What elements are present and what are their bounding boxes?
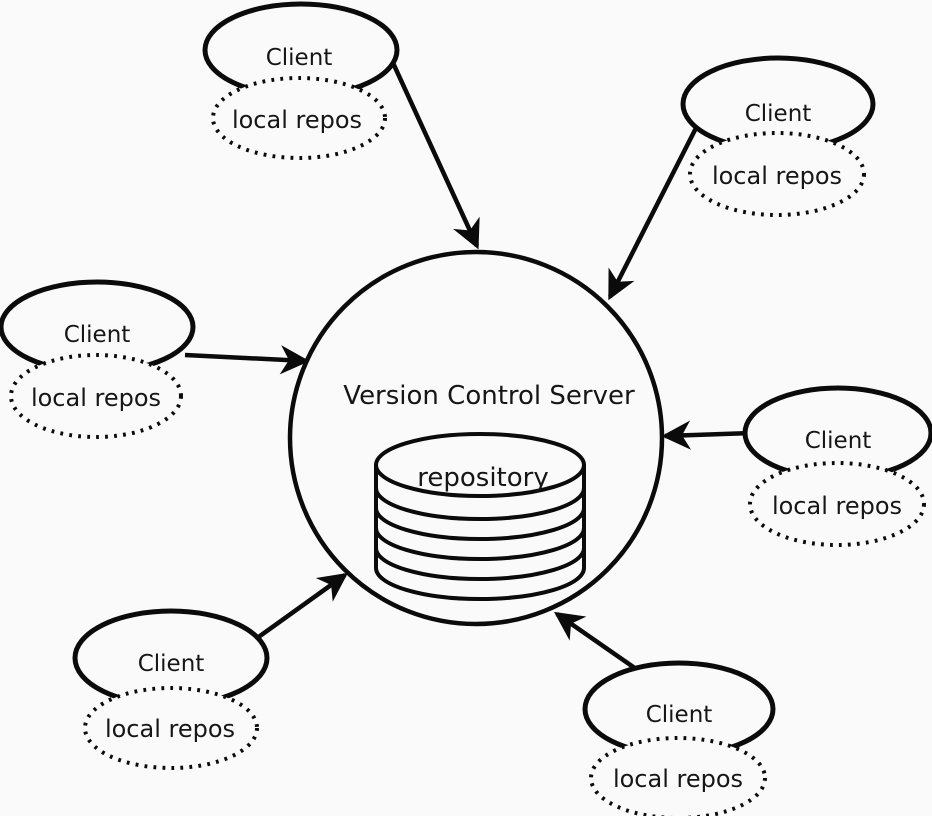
cylinder-disk-arc	[374, 527, 586, 561]
cylinder-disk-arc	[374, 567, 586, 601]
arrow-bottom-left-to-server	[244, 572, 348, 648]
cylinder-disk-arc	[374, 547, 586, 581]
client-node-right: Client local repos	[742, 385, 932, 547]
client-label: Client	[805, 428, 872, 454]
client-label: Client	[745, 101, 812, 127]
local-repos-label: local repos	[772, 492, 902, 520]
cylinder-top-ellipse	[374, 432, 586, 498]
repository-cylinder-icon: repository	[374, 432, 586, 601]
local-repos-ellipse	[9, 353, 183, 439]
client-node-left: Client local repos	[0, 279, 196, 439]
server-node: Version Control Server repository	[287, 249, 665, 627]
arrow-right-to-server	[661, 420, 753, 450]
local-repos-ellipse	[83, 686, 259, 770]
client-label: Client	[138, 651, 205, 677]
local-repos-label: local repos	[613, 765, 743, 793]
local-repos-ellipse	[589, 736, 767, 816]
client-node-top-left: Client local repos	[202, 1, 400, 160]
local-repos-ellipse	[211, 76, 387, 160]
client-node-top-right: Client local repos	[680, 55, 876, 217]
client-node-bottom-right: Client local repos	[582, 660, 776, 816]
client-label: Client	[266, 45, 333, 71]
cylinder-disk-arc	[374, 507, 586, 541]
arrow-top-right-to-server	[607, 126, 699, 301]
local-repos-label: local repos	[31, 384, 161, 412]
local-repos-ellipse	[748, 461, 926, 547]
local-repos-ellipse	[688, 131, 866, 217]
client-node-bottom-left: Client local repos	[72, 608, 270, 770]
arrow-bottom-right-to-server	[553, 611, 644, 675]
server-circle	[287, 249, 665, 627]
local-repos-label: local repos	[232, 106, 362, 134]
arrow-top-left-to-server	[385, 51, 480, 250]
local-repos-label: local repos	[105, 715, 235, 743]
client-label: Client	[64, 322, 131, 348]
arrow-left-to-server	[184, 345, 310, 375]
local-repos-label: local repos	[712, 162, 842, 190]
cylinder-disk-arc	[374, 487, 586, 521]
client-server-arrows	[184, 51, 753, 675]
client-label: Client	[646, 702, 713, 728]
server-label: Version Control Server	[343, 381, 635, 411]
repository-label: repository	[417, 463, 548, 493]
